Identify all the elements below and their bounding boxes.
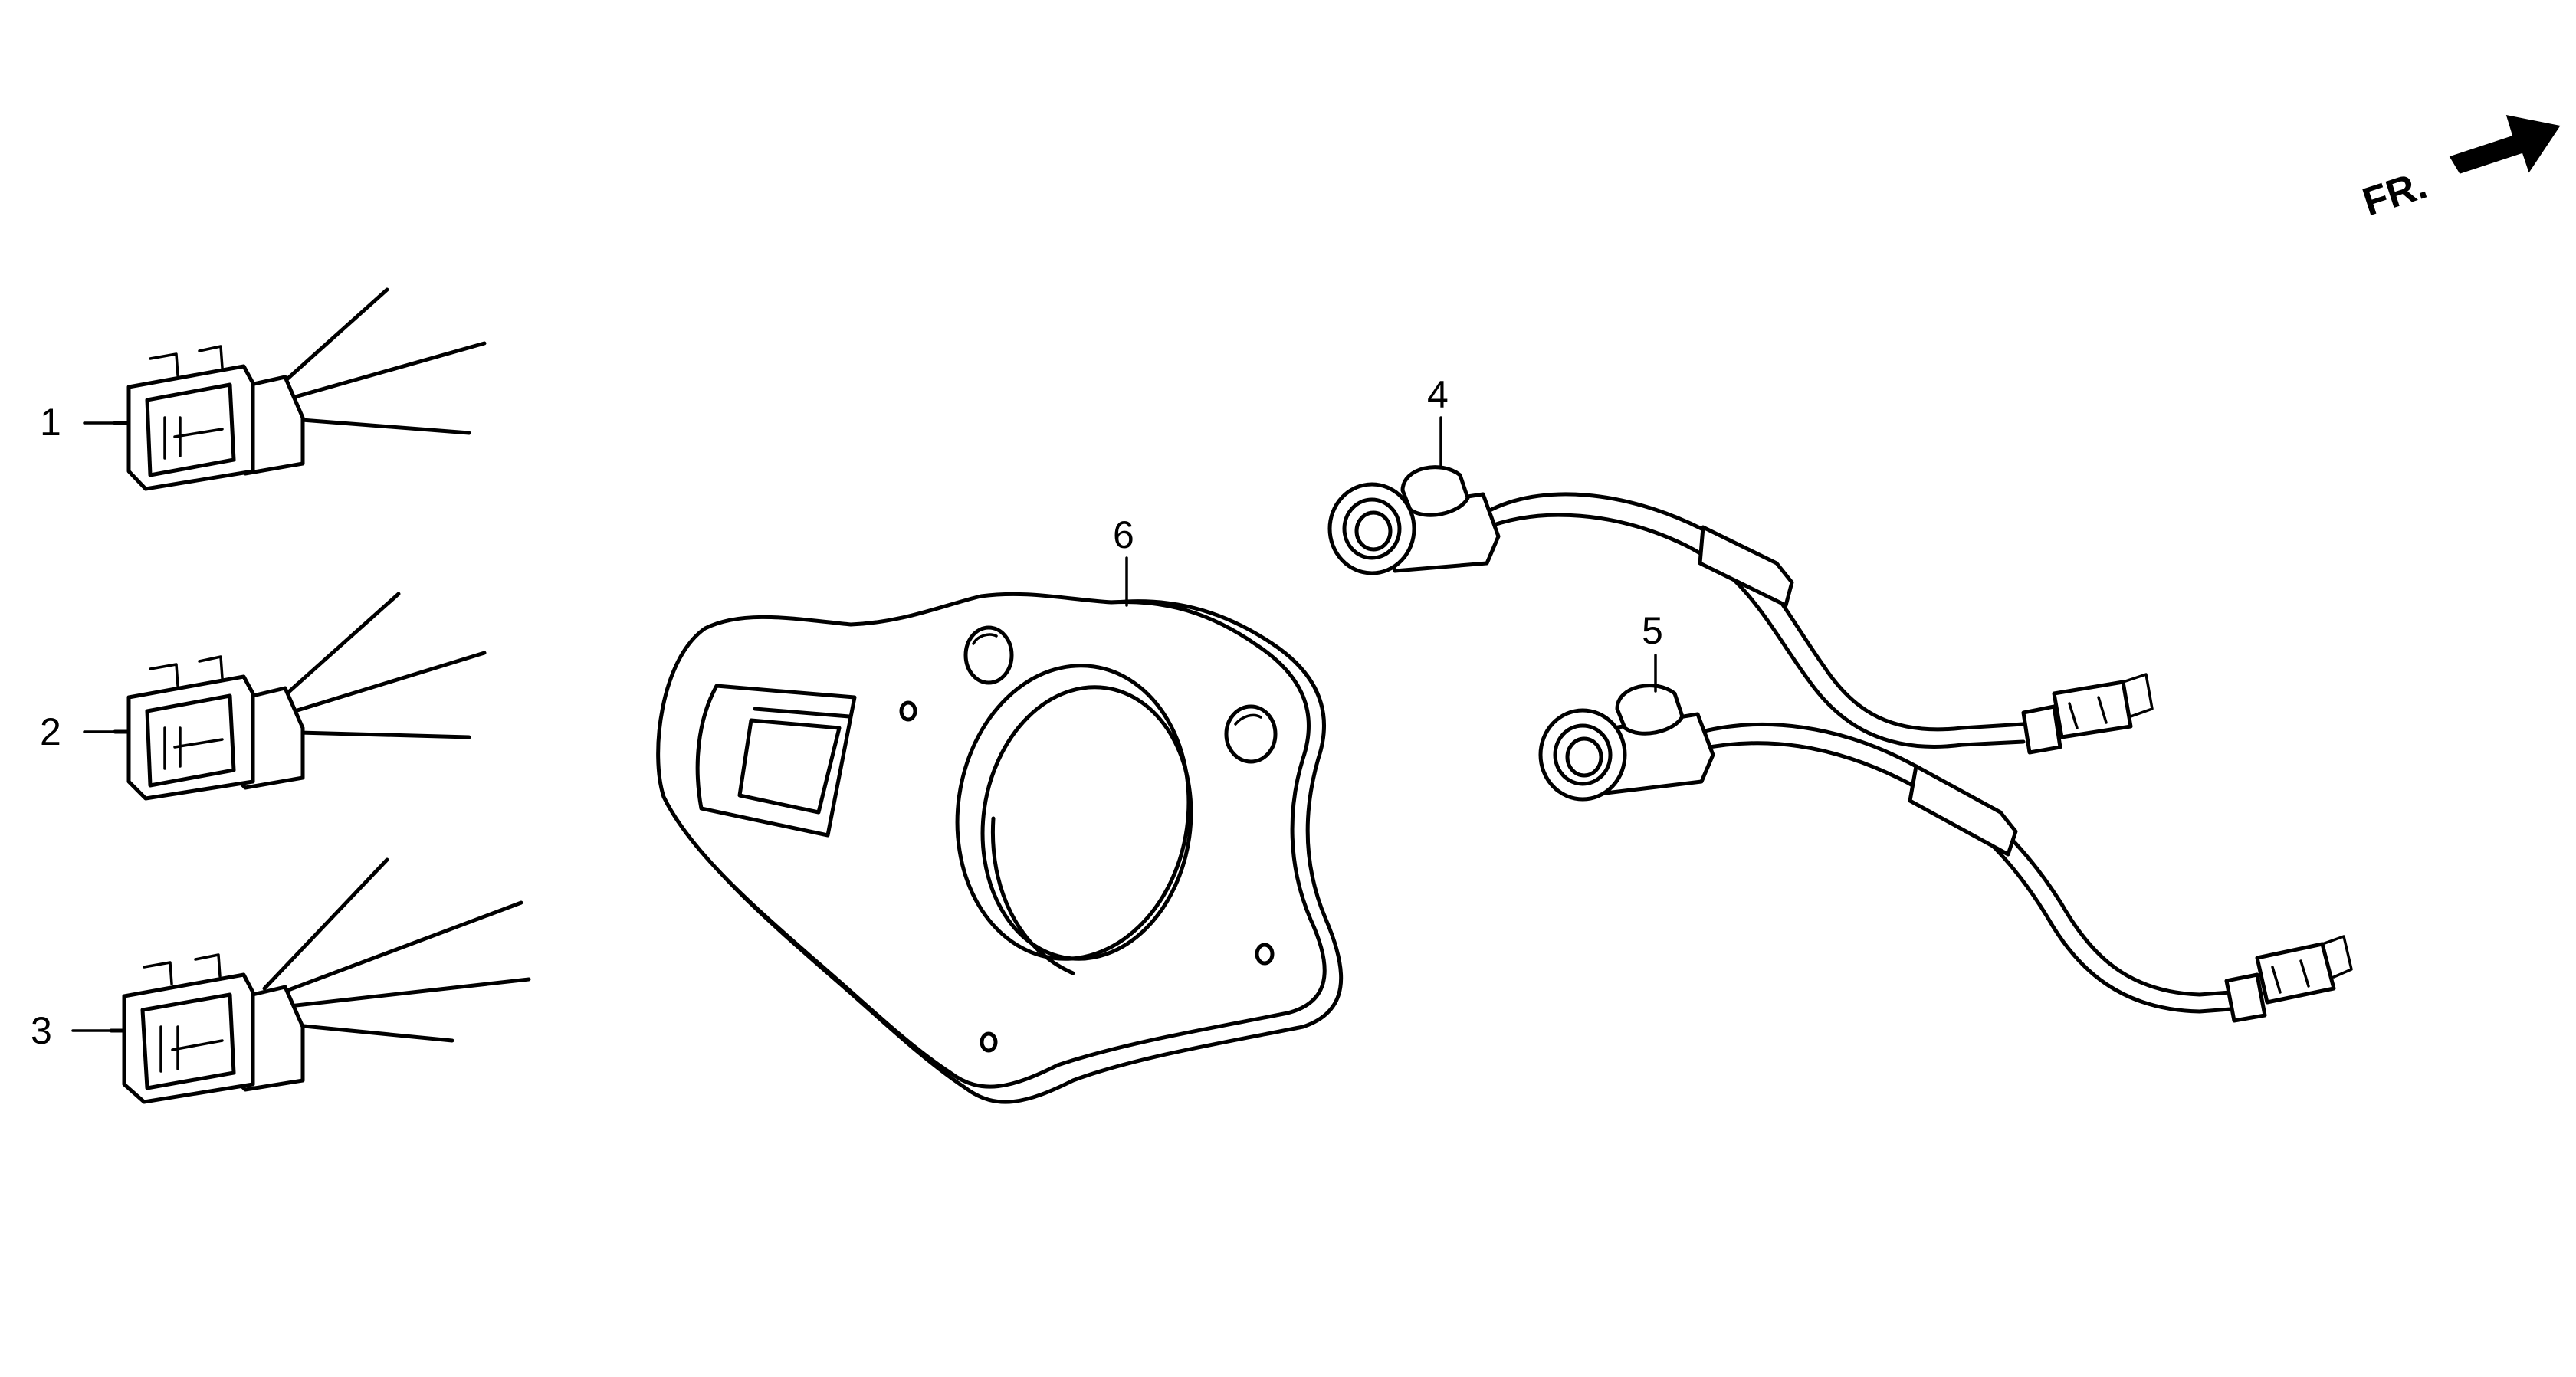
- front-label: FR.: [2358, 162, 2433, 225]
- callout-5: 5: [1642, 609, 1663, 652]
- callout-6: 6: [1113, 513, 1134, 556]
- front-direction-arrow-icon: [2449, 115, 2561, 174]
- sensor-part-4: 4: [1327, 373, 2154, 755]
- mounting-plate-part-6: 6: [656, 513, 1344, 1104]
- callout-2: 2: [40, 710, 61, 753]
- connector-part-2: 2: [40, 592, 487, 801]
- sensor-part-5: 5: [1538, 609, 2353, 1023]
- callout-3: 3: [31, 1009, 52, 1052]
- callout-4: 4: [1427, 373, 1449, 416]
- connector-part-3: 3: [31, 857, 531, 1104]
- front-direction-indicator: FR.: [2358, 115, 2561, 225]
- callout-1: 1: [40, 401, 61, 444]
- connector-part-1: 1: [40, 287, 487, 491]
